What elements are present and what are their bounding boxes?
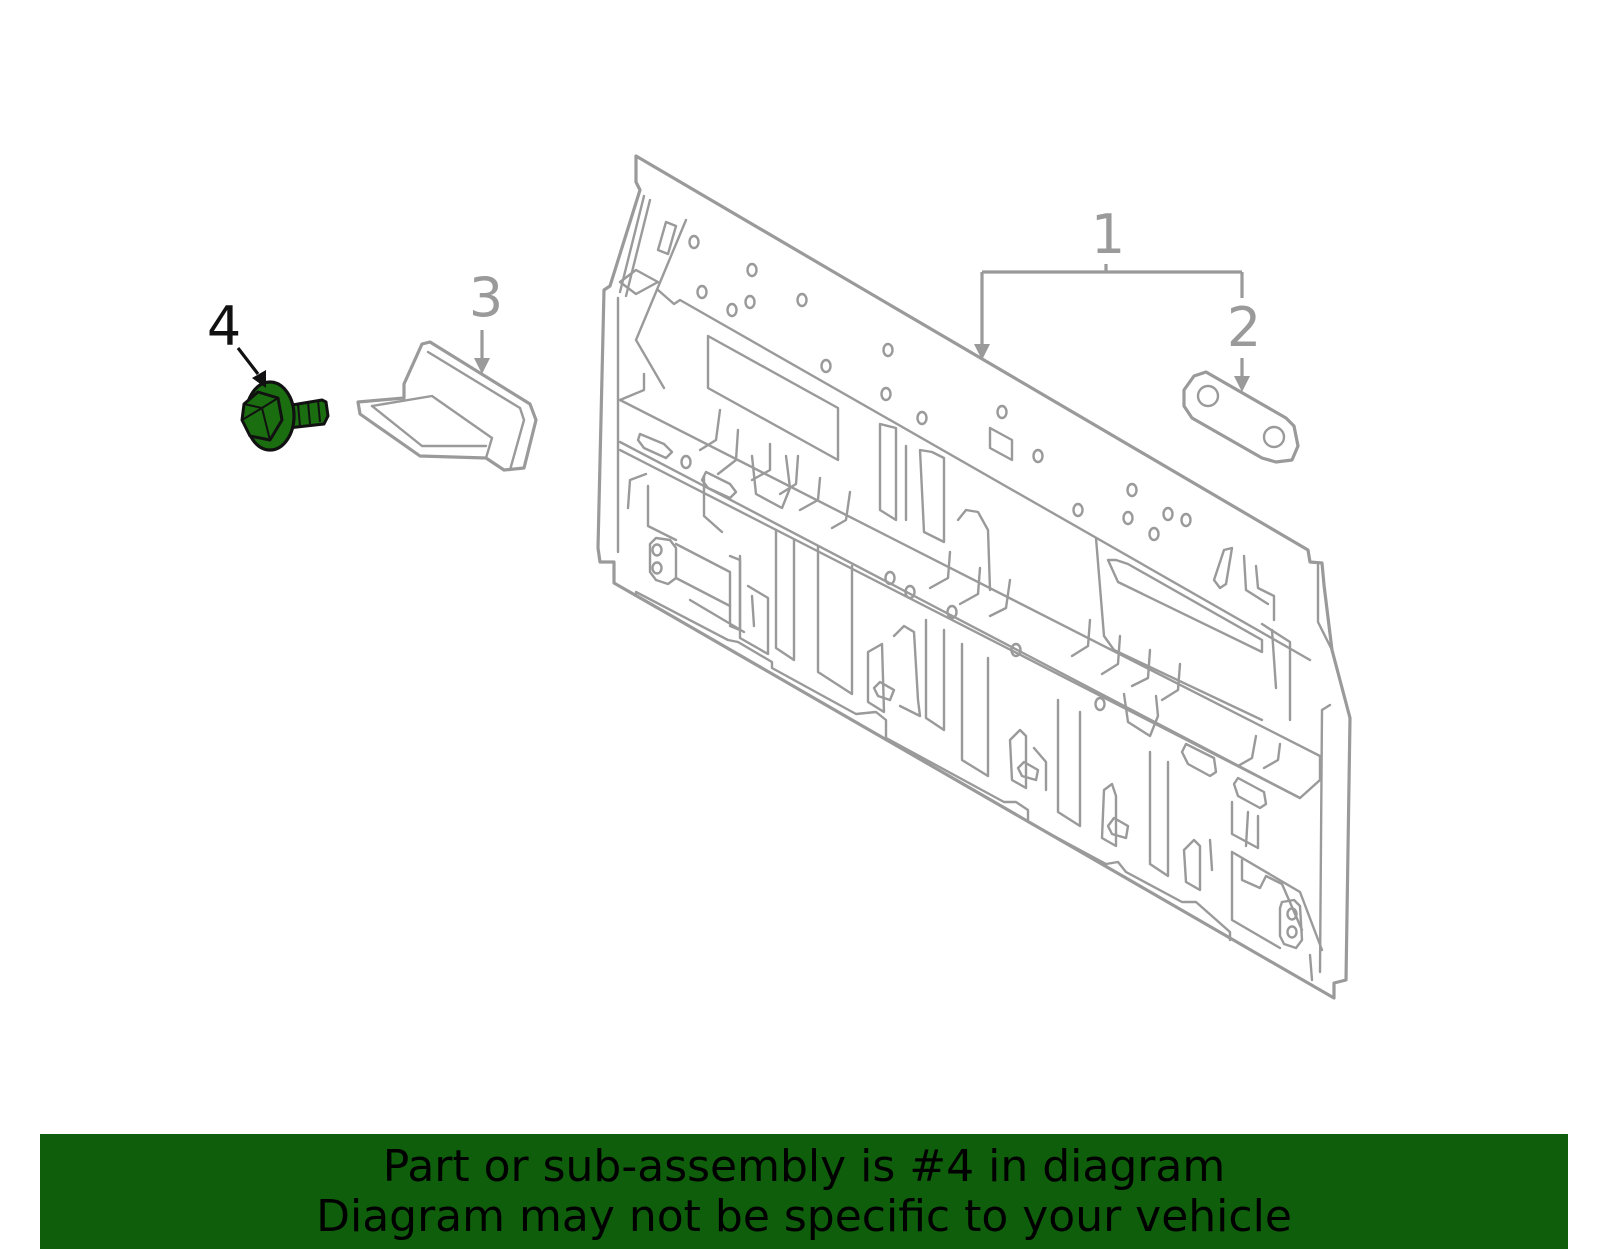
banner-line-part-number: Part or sub-assembly is #4 in diagram: [382, 1141, 1226, 1192]
panel-holes: [651, 234, 1298, 939]
callout-2: 2: [1227, 296, 1261, 359]
reinforcement-plate-part-2[interactable]: [1182, 370, 1300, 464]
callout-leaders: [236, 264, 1250, 392]
callout-1: 1: [1091, 203, 1125, 266]
callout-4: 4: [207, 295, 241, 358]
bracket-part-3[interactable]: [356, 340, 538, 472]
callout-3: 3: [469, 266, 503, 329]
notice-banner: Part or sub-assembly is #4 in diagram Di…: [40, 1134, 1568, 1249]
banner-line-disclaimer: Diagram may not be specific to your vehi…: [316, 1191, 1292, 1242]
bolt-part-4[interactable]: [240, 380, 330, 452]
back-panel-part-1[interactable]: [596, 154, 1352, 1000]
